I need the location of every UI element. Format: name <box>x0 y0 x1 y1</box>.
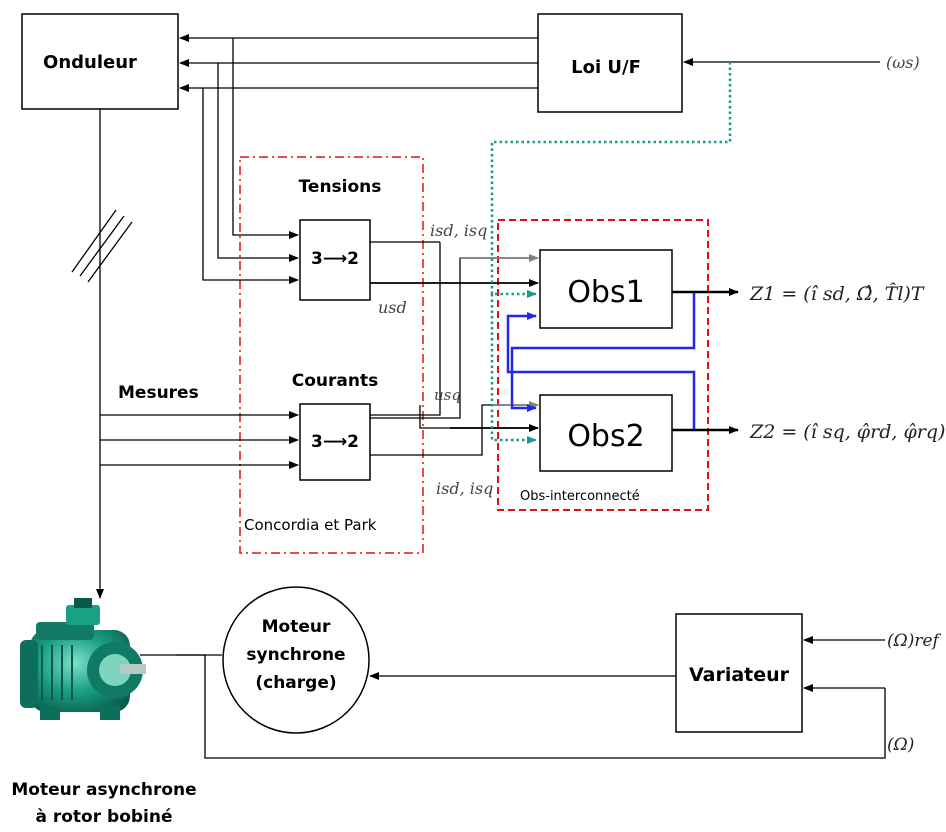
isd-isq-bottom-label: isd, isq <box>436 479 493 498</box>
obs1-label: Obs1 <box>567 275 644 310</box>
moteur-async-line2: à rotor bobiné <box>35 807 172 827</box>
moteur-synchrone-block: Moteur synchrone (charge) <box>222 586 370 734</box>
omega-feedback-label: (Ω) <box>887 735 914 755</box>
loi-uf-label: Loi U/F <box>571 57 641 78</box>
moteur-sync-line3: (charge) <box>255 673 336 693</box>
variateur-label: Variateur <box>689 664 790 686</box>
obs-interconnect-caption: Obs-interconnecté <box>520 489 640 504</box>
blue-interconnections <box>506 292 696 430</box>
converter-bottom-block: 3⟶2 <box>299 403 371 481</box>
obs1-block: Obs1 <box>539 249 673 329</box>
moteur-async-line1: Moteur asynchrone <box>11 780 196 800</box>
moteur-sync-line1: Moteur <box>262 617 331 637</box>
obs2-block: Obs2 <box>539 394 673 472</box>
onduleur-block: Onduleur <box>21 13 179 110</box>
converter-bottom-outputs <box>370 254 539 456</box>
tensions-label: Tensions <box>299 177 382 197</box>
z1-label: Z1 = (î sd, Ω̂, T̂l)T <box>749 283 925 305</box>
onduleur-label: Onduleur <box>43 52 137 73</box>
moteur-sync-line2: synchrone <box>246 645 345 665</box>
obs-interconnect-group <box>497 219 709 511</box>
current-measure-wires <box>100 411 299 469</box>
converter-bottom-label: 3⟶2 <box>311 432 359 452</box>
omega-s-dotted-feedback <box>490 62 732 444</box>
loi-uf-block: Loi U/F <box>537 13 683 113</box>
converter-top-label: 3⟶2 <box>311 249 359 269</box>
variateur-block: Variateur <box>675 613 803 733</box>
converter-top-outputs <box>370 241 539 416</box>
omega-s-label: (ωs) <box>886 53 920 72</box>
usd-label: usd <box>378 298 407 317</box>
isd-isq-top-label: isd, isq <box>430 221 487 240</box>
power-line <box>71 109 133 599</box>
usq-label: usq <box>434 386 461 404</box>
courants-label: Courants <box>292 371 378 391</box>
concordia-park-group <box>239 156 424 554</box>
obs2-label: Obs2 <box>567 419 644 454</box>
load-control-wires <box>140 636 886 759</box>
converter-top-block: 3⟶2 <box>299 219 371 301</box>
omega-ref-label: (Ω)ref <box>887 631 942 651</box>
mesures-label: Mesures <box>118 383 199 403</box>
voltage-tap-wires <box>202 38 299 284</box>
induction-motor-icon <box>20 598 146 720</box>
z2-label: Z2 = (î sq, φ̂rd, φ̂rq)T <box>749 421 946 443</box>
concordia-park-caption: Concordia et Park <box>244 516 377 534</box>
loi-to-onduleur-wires <box>179 34 538 92</box>
